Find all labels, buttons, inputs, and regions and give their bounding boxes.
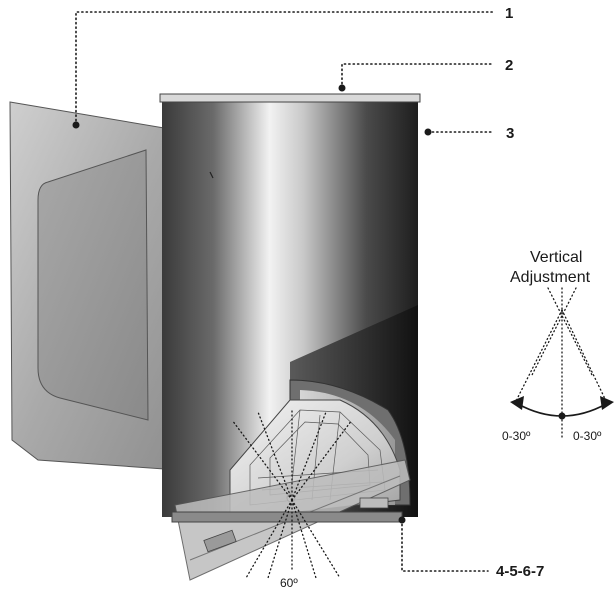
callout-1: 1	[72, 5, 513, 129]
callout-2-label: 2	[505, 57, 513, 74]
beam-angle-label: 60º	[280, 576, 298, 590]
wall-plate	[9, 101, 179, 471]
adjustment-title-line2: Adjustment	[510, 269, 591, 286]
adjustment-left-range: 0-30º	[502, 429, 531, 443]
adjustment-title-line1: Vertical	[530, 249, 582, 266]
beam-lines	[231, 409, 353, 579]
base-ring	[171, 511, 403, 523]
arrow-right-icon	[600, 396, 614, 410]
callout-1-label: 1	[505, 5, 513, 22]
vertical-adjustment-diagram: Vertical Adjustment 0-30º 0-30º	[502, 249, 614, 443]
callout-4-7: 4-5-6-7	[398, 516, 544, 580]
callout-3-label: 3	[506, 125, 514, 142]
arrow-left-icon	[510, 396, 524, 410]
callout-2: 2	[338, 57, 513, 92]
callout-4-7-label: 4-5-6-7	[496, 563, 544, 580]
top-cap	[159, 93, 421, 103]
callout-3: 3	[424, 125, 514, 142]
adjustment-right-range: 0-30º	[573, 429, 602, 443]
